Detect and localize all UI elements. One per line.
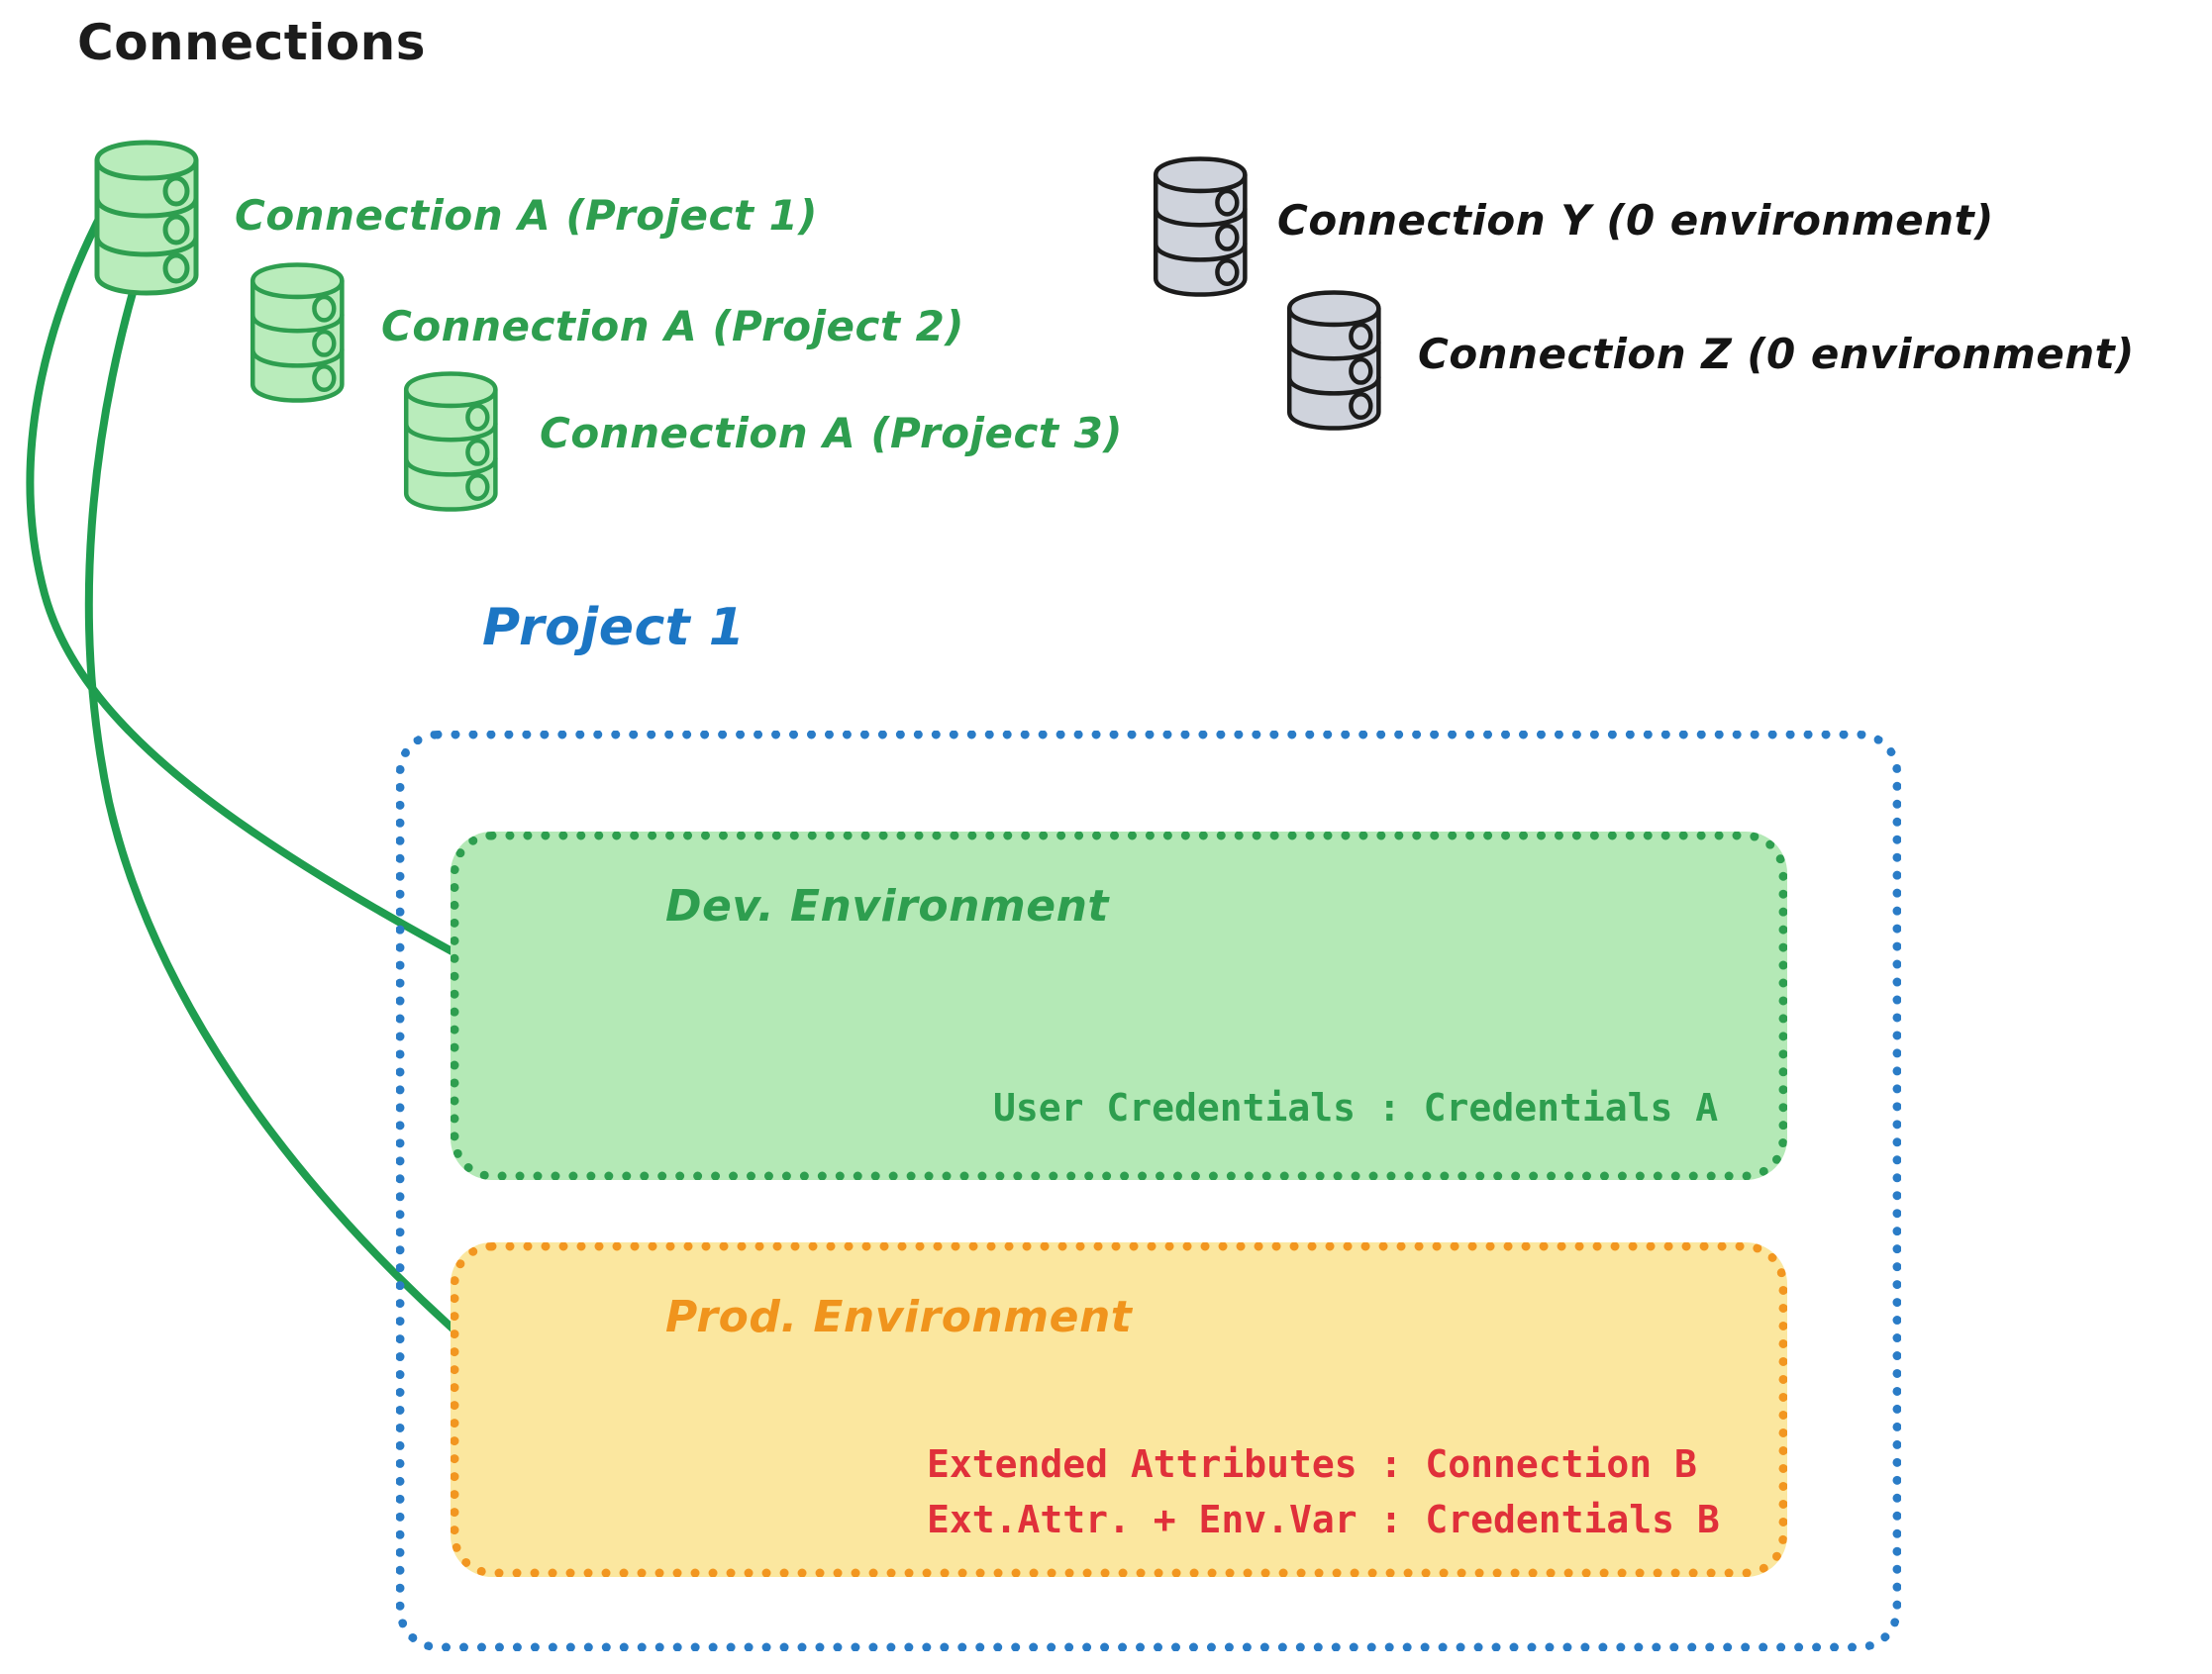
connection-label-z: Connection Z (0 environment) <box>1418 330 2135 378</box>
database-icon-connection-z[interactable] <box>1282 287 1391 434</box>
page-title: Connections <box>77 14 427 71</box>
database-icon-connection-a-project-3[interactable] <box>399 368 508 515</box>
database-icon-connection-a-project-2[interactable] <box>246 259 354 406</box>
connection-label-a-project-1: Connection A (Project 1) <box>235 191 818 240</box>
database-icon-connection-y[interactable] <box>1149 153 1257 300</box>
dev-environment-title: Dev. Environment <box>665 881 1109 932</box>
connection-label-a-project-3: Connection A (Project 3) <box>540 409 1123 457</box>
dev-environment-box[interactable] <box>451 832 1787 1180</box>
project-title: Project 1 <box>482 598 746 657</box>
database-icon-connection-a-project-1[interactable] <box>89 139 210 297</box>
connection-label-a-project-2: Connection A (Project 2) <box>381 302 964 350</box>
connection-label-y: Connection Y (0 environment) <box>1277 196 1994 245</box>
prod-environment-box[interactable] <box>451 1242 1787 1577</box>
prod-environment-env-var-line: Ext.Attr. + Env.Var : Credentials B <box>927 1498 1720 1541</box>
project-container <box>396 731 1901 1651</box>
prod-environment-title: Prod. Environment <box>665 1292 1133 1342</box>
dev-environment-credentials-line: User Credentials : Credentials A <box>993 1086 1719 1130</box>
prod-environment-extended-attributes-line: Extended Attributes : Connection B <box>927 1442 1697 1486</box>
